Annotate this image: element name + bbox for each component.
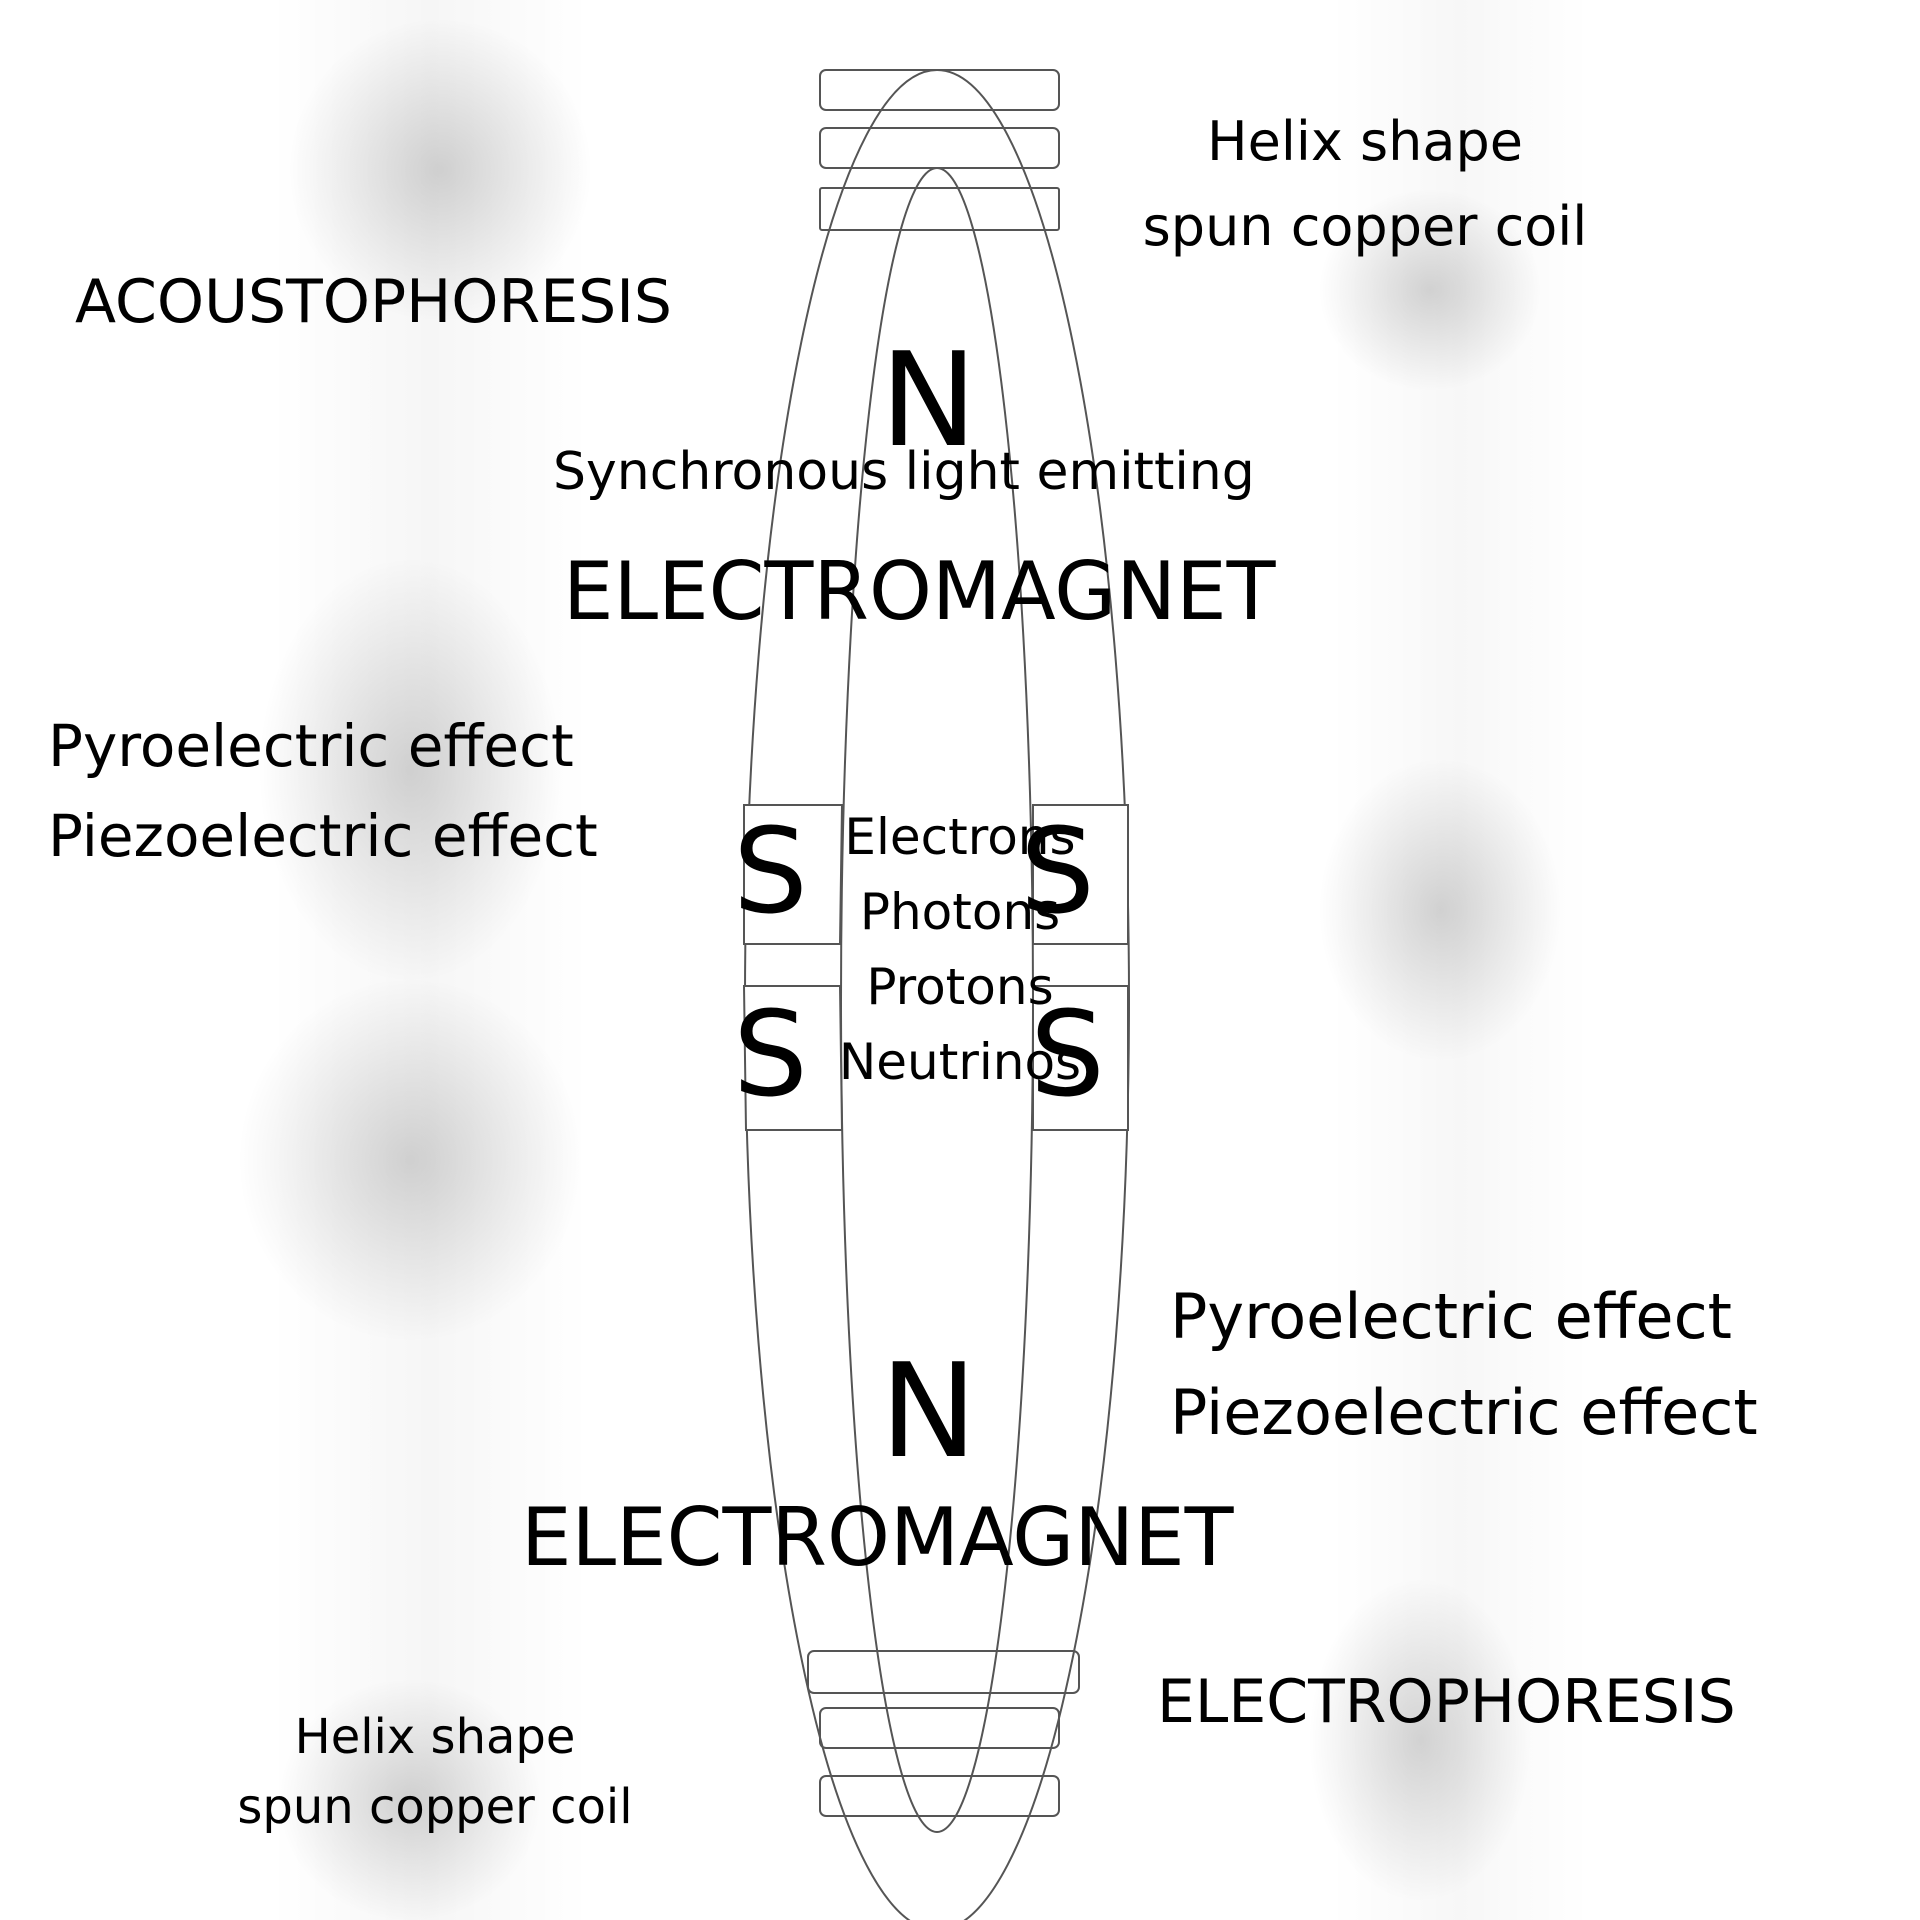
- helix-coil-label-top: Helix shape spun copper coil: [1142, 110, 1588, 258]
- effects-label-left: Pyroelectric effect Piezoelectric effect: [48, 712, 598, 870]
- north-pole-top: N: [880, 324, 978, 476]
- smudge-2: [260, 560, 560, 980]
- coil-winding-top-1: [819, 69, 1060, 111]
- effects-label-right: Pyroelectric effect Piezoelectric effect: [1170, 1280, 1758, 1449]
- south-pole-upper-right: S: [1020, 802, 1095, 940]
- smudge-4: [280, 1680, 540, 1920]
- electromagnet-label-bottom: ELECTROMAGNET: [521, 1491, 1234, 1584]
- background-band-right: [1330, 0, 1590, 1920]
- smudge-5: [1320, 190, 1540, 390]
- smudge-1: [290, 20, 590, 320]
- lower-left-pole-gap: [742, 985, 844, 1131]
- coil-winding-bottom-3: [819, 1775, 1060, 1817]
- lower-right-pole-gap: [1032, 985, 1129, 1131]
- north-pole-bottom: N: [880, 1335, 978, 1487]
- south-pole-lower-right: S: [1030, 985, 1105, 1123]
- electrophoresis-label: ELECTROPHORESIS: [1157, 1667, 1736, 1737]
- helix-coil-label-bottom: Helix shape spun copper coil: [237, 1709, 633, 1835]
- south-pole-lower-left: S: [733, 985, 808, 1123]
- coil-winding-top-2: [819, 127, 1060, 169]
- synchronous-light-label: Synchronous light emitting: [553, 442, 1255, 502]
- coil-winding-bottom-1: [807, 1650, 1080, 1694]
- smudge-7: [1310, 1580, 1530, 1900]
- upper-right-pole-gap: [1032, 804, 1129, 945]
- background-band-left: [270, 0, 590, 1920]
- upper-left-pole-gap: [743, 804, 844, 945]
- smudge-3: [240, 980, 580, 1340]
- acoustophoresis-label: ACOUSTOPHORESIS: [75, 267, 672, 337]
- coil-winding-bottom-2: [819, 1707, 1060, 1749]
- south-pole-upper-left: S: [733, 802, 808, 940]
- particles-list: Electrons Photons Protons Neutrinos: [838, 808, 1082, 1091]
- coil-winding-top-3: [819, 187, 1060, 231]
- electromagnet-label-top: ELECTROMAGNET: [563, 545, 1276, 638]
- smudge-6: [1320, 760, 1560, 1060]
